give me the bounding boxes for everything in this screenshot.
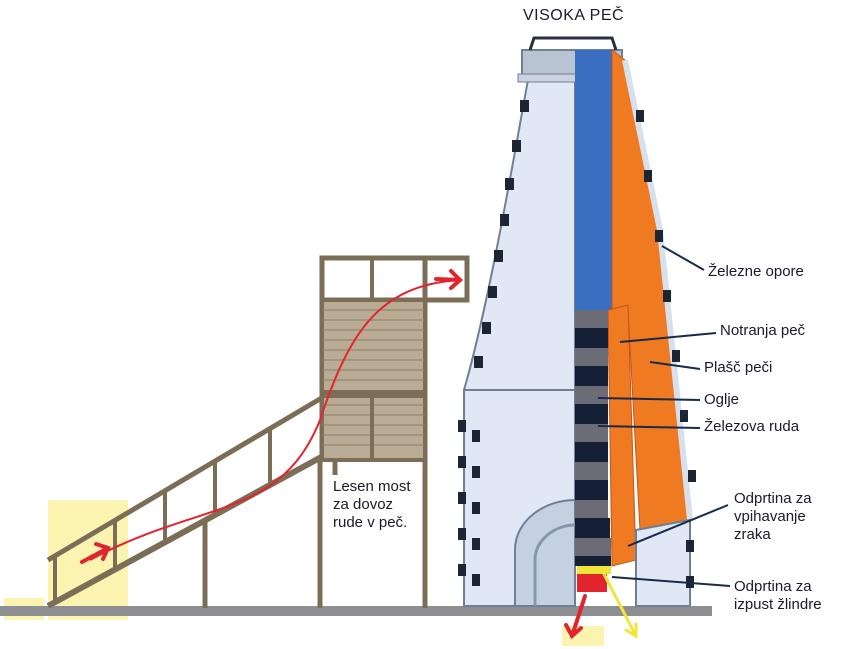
label-charcoal: Oglje (704, 391, 740, 408)
slag-outlet-yellow (577, 566, 611, 574)
label-wooden-bridge: Lesen most za dovoz rude v peč. (333, 478, 411, 532)
label-air-inlet-line1: Odprtina za (734, 490, 812, 507)
label-inner-furnace: Notranja peč (720, 322, 806, 339)
label-air-inlet-line3: zraka (734, 526, 771, 543)
label-iron-supports: Železne opore (708, 263, 804, 280)
label-wooden-bridge-line2: za dovoz (333, 496, 394, 513)
label-slag-outlet: Odprtina za izpust žlindre (734, 578, 822, 614)
slag-outlet-red (577, 574, 607, 592)
red-arrow-icon (564, 594, 587, 640)
ramp-upper-rail (46, 393, 327, 563)
label-air-inlet-line2: vpihavanje (734, 508, 806, 525)
iron-brackets-left (458, 100, 529, 586)
charge-layers (575, 310, 611, 566)
ramp-lower-rail (46, 452, 327, 609)
label-wooden-bridge-line1: Lesen most (333, 478, 411, 495)
furnace-top-rail (528, 36, 618, 51)
yellow-arrow-icon (602, 572, 638, 639)
diagram-title: VISOKA PEČ (523, 7, 625, 24)
ore-path-arrow (89, 279, 461, 561)
label-slag-outlet-line2: izpust žlindre (734, 596, 822, 613)
red-arrow-icon (80, 269, 463, 564)
ground-line (0, 606, 712, 616)
inner-column (575, 50, 612, 310)
leader-lines (597, 245, 731, 587)
label-slag-outlet-line1: Odprtina za (734, 578, 812, 595)
bridge-planks (320, 298, 427, 462)
label-wooden-bridge-line3: rude v peč. (333, 514, 408, 531)
label-air-inlet: Odprtina za vpihavanje zraka (734, 490, 812, 544)
label-furnace-mantle: Plašč peči (704, 359, 773, 376)
label-iron-ore: Železova ruda (704, 418, 800, 435)
